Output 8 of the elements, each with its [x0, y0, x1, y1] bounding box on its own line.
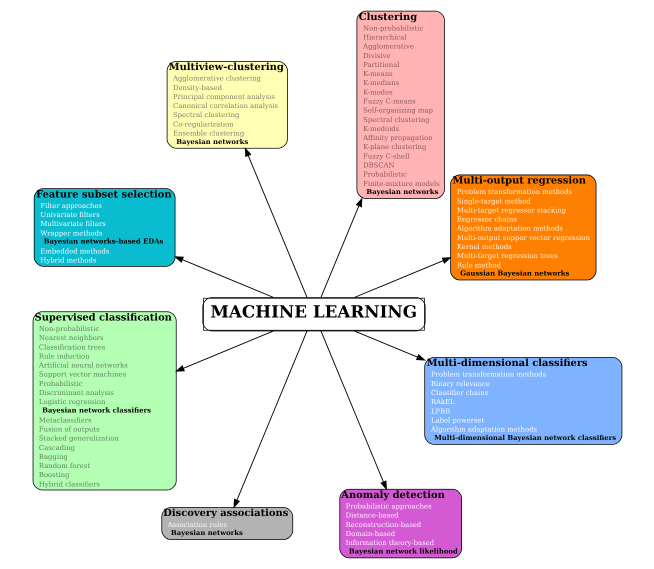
arrow: [354, 330, 426, 361]
arrow: [174, 330, 274, 372]
arrow: [354, 257, 452, 298]
arrow: [173, 256, 274, 298]
arrow: [320, 330, 386, 490]
arrow: [320, 197, 362, 298]
arrow: [244, 147, 307, 298]
arrow: [232, 330, 307, 509]
